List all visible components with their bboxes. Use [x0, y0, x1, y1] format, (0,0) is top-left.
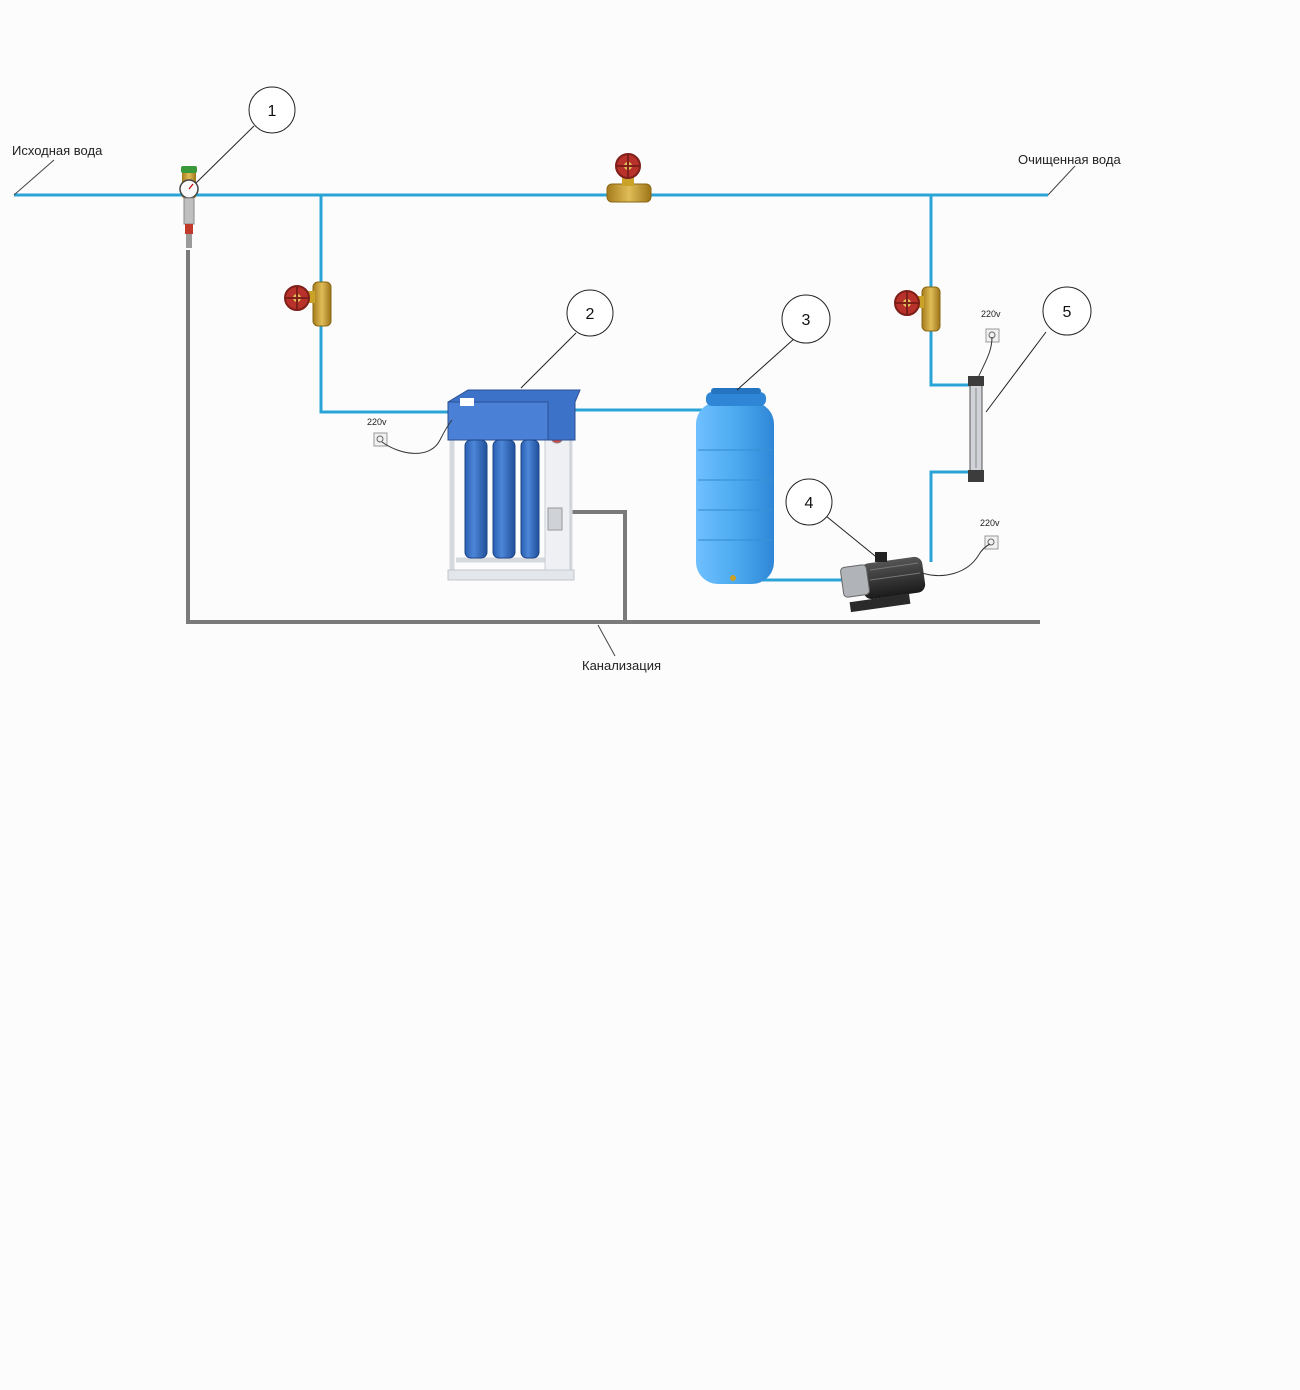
drain-osmosis-pipe [558, 510, 627, 622]
callout-1: 1 [248, 86, 296, 134]
drain-main-pipe [186, 250, 1040, 624]
storage-tank-icon [696, 388, 774, 584]
clean-water-label: Очищенная вода [1018, 152, 1121, 167]
pump-voltage-label: 220v [980, 518, 1000, 528]
callout-2: 2 [566, 289, 614, 337]
svg-text:4: 4 [805, 495, 814, 512]
svg-text:5: 5 [1063, 304, 1072, 321]
svg-text:1: 1 [268, 103, 277, 120]
pump-icon [840, 552, 926, 613]
svg-text:2: 2 [586, 306, 595, 323]
osmosis-power-cord [381, 419, 453, 454]
source-water-label: Исходная вода [12, 143, 103, 158]
pump-to-uv-pipe [929, 470, 975, 562]
osmosis-inlet-pipe [319, 195, 452, 414]
uv-voltage-label: 220v [981, 309, 1001, 319]
uv-power-outlet-icon [985, 328, 1000, 343]
uv-outlet-pipe [929, 195, 975, 387]
sewer-leader [597, 624, 616, 657]
pump-power-outlet-icon [984, 535, 999, 550]
reverse-osmosis-unit-icon [447, 389, 581, 581]
callout-3: 3 [781, 294, 831, 344]
osmosis-voltage-label: 220v [367, 417, 387, 427]
clean-water-leader [1047, 165, 1076, 196]
drain-pipes [186, 250, 1040, 624]
callout-leaders [195, 125, 1047, 561]
uv-sterilizer-icon [968, 376, 984, 482]
callout-4: 4 [785, 478, 833, 526]
svg-text:3: 3 [802, 312, 811, 329]
pressure-reducer-icon [179, 166, 199, 248]
callout-5: 5 [1042, 286, 1092, 336]
uv-power-cord [977, 336, 993, 379]
sewer-label: Канализация [582, 658, 661, 673]
uv-valve-icon [894, 286, 941, 332]
pump-power-cord [921, 543, 991, 577]
source-water-leader [13, 159, 55, 196]
main-valve-icon [606, 153, 652, 203]
osmosis-valve-icon [284, 281, 332, 327]
label-leaders [13, 159, 1076, 657]
